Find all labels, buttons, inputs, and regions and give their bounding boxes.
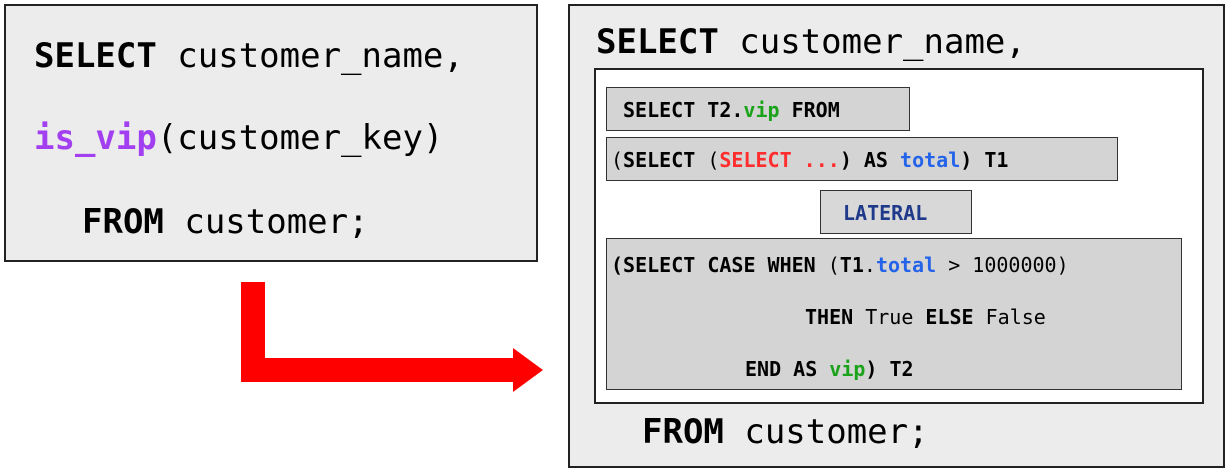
total-column: total	[900, 148, 961, 172]
from-table: customer;	[723, 412, 929, 452]
original-udf-line: is_vip(customer_key)	[34, 118, 443, 158]
t1-subquery-box: (SELECT (SELECT ...) AS total) T1	[606, 137, 1118, 181]
rewritten-from-line: FROM customer;	[642, 412, 929, 452]
udf-arguments: (customer_key)	[156, 118, 444, 158]
t2-case-subquery-box: (SELECT CASE WHEN (T1.total > 1000000) T…	[606, 238, 1182, 390]
select-columns: customer_name,	[718, 22, 1026, 62]
select-columns: customer_name,	[156, 36, 464, 76]
from-keyword: FROM	[82, 202, 164, 242]
then-else-line: THEN True ELSE False	[805, 305, 1046, 329]
t1-subquery-text: (SELECT (SELECT ...) AS total) T1	[611, 148, 1009, 172]
lateral-label: LATERAL	[843, 201, 928, 225]
outer-select-box: SELECT T2.vip FROM	[606, 87, 910, 131]
aggregate-subquery: SELECT ...	[719, 148, 840, 172]
udf-function-name: is_vip	[34, 118, 157, 158]
original-select-line: SELECT customer_name,	[34, 36, 464, 76]
select-keyword: SELECT	[34, 36, 157, 76]
original-from-line: FROM customer;	[82, 202, 369, 242]
total-column: total	[875, 253, 937, 277]
vip-column: vip	[743, 98, 780, 122]
from-keyword: FROM	[642, 412, 724, 452]
case-when-line: (SELECT CASE WHEN (T1.total > 1000000)	[611, 253, 1069, 277]
arrow-head	[513, 348, 543, 392]
from-table: customer;	[163, 202, 369, 242]
lateral-badge: LATERAL	[820, 190, 972, 234]
original-query-box: SELECT customer_name, is_vip(customer_ke…	[4, 4, 538, 262]
outer-select-text: SELECT T2.vip FROM	[623, 98, 840, 122]
lateral-join-box: SELECT T2.vip FROM (SELECT (SELECT ...) …	[594, 68, 1204, 404]
select-keyword: SELECT	[596, 22, 719, 62]
rewritten-select-line: SELECT customer_name,	[596, 22, 1026, 62]
vip-column: vip	[829, 357, 866, 381]
arrow-horizontal	[241, 358, 515, 382]
end-as-line: END AS vip) T2	[745, 357, 914, 381]
